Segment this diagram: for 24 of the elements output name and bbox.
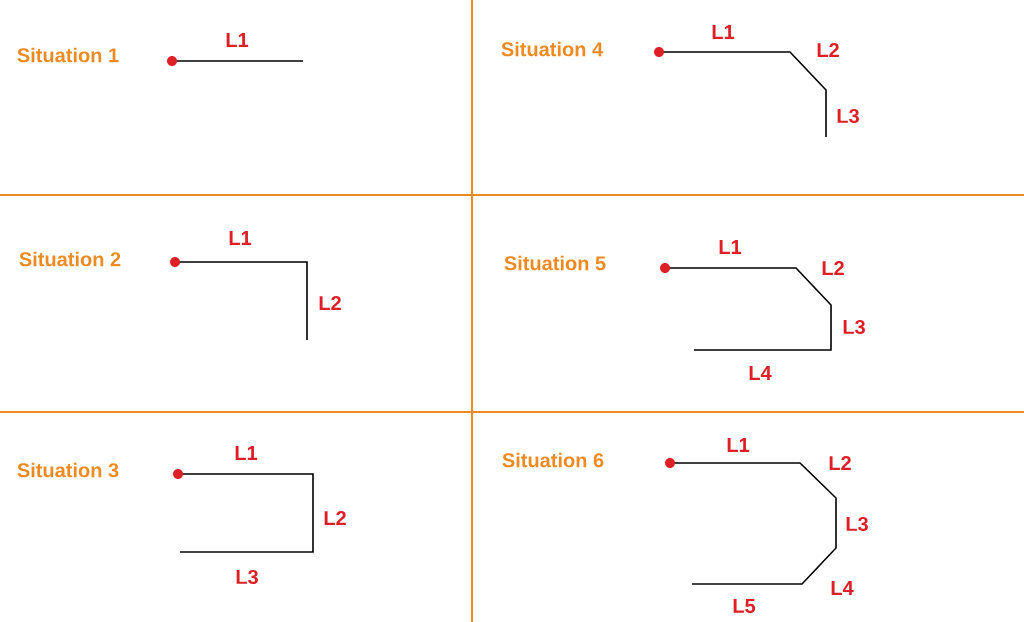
segment-label: L1 xyxy=(226,33,249,47)
segment-label: L3 xyxy=(843,319,865,335)
situation-heading: Situation 2 xyxy=(19,251,121,267)
situation-heading: Situation 1 xyxy=(17,47,119,63)
segment-label: L1 xyxy=(712,25,735,39)
segment-label: L1 xyxy=(235,446,258,460)
segment-label: L1 xyxy=(727,438,750,452)
segment-label: L2 xyxy=(822,261,844,275)
situation-heading: Situation 6 xyxy=(502,452,604,468)
situation-heading: Situation 5 xyxy=(504,255,606,271)
segment-label: L1 xyxy=(229,231,252,245)
segment-label: L4 xyxy=(749,366,772,380)
segment-label: L3 xyxy=(846,516,868,532)
segment-label: L2 xyxy=(829,456,851,470)
situation-heading: Situation 3 xyxy=(17,462,119,478)
segment-label: L2 xyxy=(817,43,839,57)
segment-label: L4 xyxy=(831,581,854,595)
segment-label: L2 xyxy=(324,511,346,525)
segment-label: L1 xyxy=(719,240,742,254)
segment-label: L3 xyxy=(236,569,258,585)
situation-heading: Situation 4 xyxy=(501,41,603,57)
segment-label: L5 xyxy=(733,599,756,613)
segment-label: L3 xyxy=(837,108,859,124)
segment-label: L2 xyxy=(319,296,341,310)
